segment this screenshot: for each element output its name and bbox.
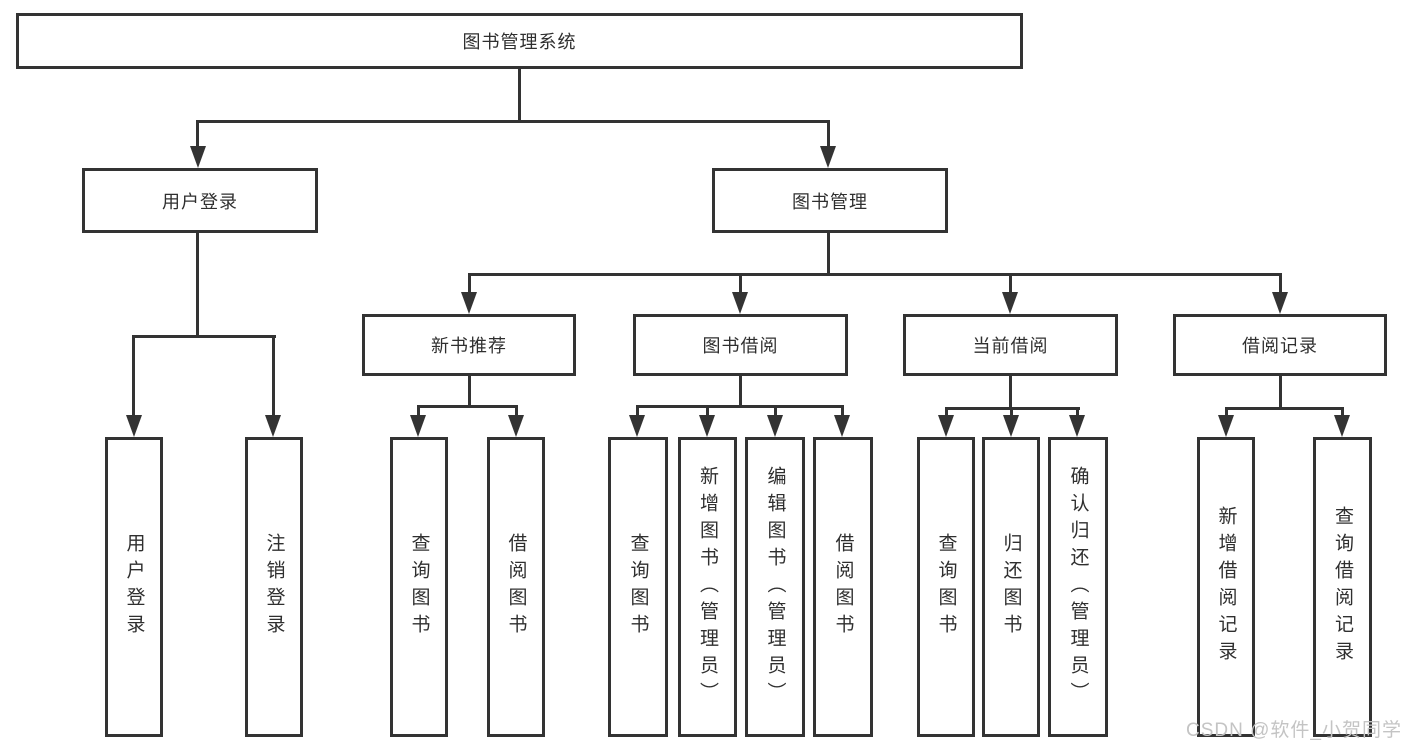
node-new-book-recommendation: 新书推荐 <box>362 314 576 376</box>
node-label: 查询图书 <box>408 533 430 641</box>
node-add-borrowing-record: 新增借阅记录 <box>1197 437 1255 737</box>
node-label: 查询图书 <box>935 533 957 641</box>
node-label: 查询图书 <box>627 533 649 641</box>
arrow-down-icon <box>834 415 850 437</box>
node-label: 确认归还（管理员） <box>1067 465 1089 709</box>
node-label: 图书管理 <box>792 191 868 212</box>
node-query-books-recommend: 查询图书 <box>390 437 448 737</box>
connector-line <box>1010 407 1013 417</box>
connector-line <box>706 405 709 417</box>
node-logout: 注销登录 <box>245 437 303 737</box>
csdn-watermark: CSDN @软件_小贺同学 <box>1186 720 1402 741</box>
arrow-down-icon <box>699 415 715 437</box>
connector-line <box>636 405 639 417</box>
node-query-books-current: 查询图书 <box>917 437 975 737</box>
connector-line <box>1225 407 1228 417</box>
node-label: 当前借阅 <box>972 336 1049 356</box>
connector-line <box>1279 376 1282 409</box>
connector-line <box>417 405 518 408</box>
node-book-borrowing: 图书借阅 <box>633 314 848 376</box>
node-label: 借阅图书 <box>832 533 854 641</box>
arrow-down-icon <box>732 292 748 314</box>
arrow-down-icon <box>1272 292 1288 314</box>
connector-line <box>468 376 471 407</box>
arrow-down-icon <box>265 415 281 437</box>
connector-line <box>945 407 948 417</box>
node-label: 用户登录 <box>162 191 238 212</box>
arrow-down-icon <box>508 415 524 437</box>
connector-line <box>1009 376 1012 409</box>
connector-line <box>468 273 1282 276</box>
connector-line <box>196 233 199 337</box>
node-borrowing-records: 借阅记录 <box>1173 314 1387 376</box>
arrow-down-icon <box>461 292 477 314</box>
connector-line <box>1279 273 1282 295</box>
connector-line <box>636 405 843 408</box>
node-user-login-action: 用户登录 <box>105 437 163 737</box>
arrow-down-icon <box>938 415 954 437</box>
connector-line <box>739 376 742 407</box>
node-add-books-admin: 新增图书（管理员） <box>678 437 737 737</box>
node-library-management-system: 图书管理系统 <box>16 13 1023 69</box>
connector-line <box>272 335 275 419</box>
connector-line <box>827 120 830 148</box>
node-label: 注销登录 <box>263 533 285 641</box>
connector-line <box>468 273 471 295</box>
node-label: 新增图书（管理员） <box>697 465 718 709</box>
arrow-down-icon <box>190 146 206 168</box>
node-label: 用户登录 <box>123 533 145 641</box>
connector-line <box>515 405 518 417</box>
node-current-borrowing: 当前借阅 <box>903 314 1118 376</box>
connector-line <box>1341 407 1344 417</box>
connector-line <box>739 273 742 295</box>
connector-line <box>132 335 135 419</box>
node-edit-books-admin: 编辑图书（管理员） <box>745 437 805 737</box>
connector-line <box>841 405 844 417</box>
node-user-login: 用户登录 <box>82 168 318 233</box>
node-label: 查询借阅记录 <box>1332 506 1353 668</box>
node-label: 编辑图书（管理员） <box>764 465 786 709</box>
node-query-books-borrowing: 查询图书 <box>608 437 668 737</box>
connector-line <box>1076 407 1079 417</box>
arrow-down-icon <box>1002 292 1018 314</box>
arrow-down-icon <box>820 146 836 168</box>
connector-line <box>132 335 276 338</box>
node-query-borrowing-record: 查询借阅记录 <box>1313 437 1372 737</box>
arrow-down-icon <box>1003 415 1019 437</box>
arrow-down-icon <box>1069 415 1085 437</box>
node-label: 借阅图书 <box>505 533 527 641</box>
node-confirm-return-admin: 确认归还（管理员） <box>1048 437 1108 737</box>
connector-line <box>196 120 199 148</box>
node-label: 新书推荐 <box>431 336 507 356</box>
connector-line <box>1009 273 1012 295</box>
arrow-down-icon <box>767 415 783 437</box>
arrow-down-icon <box>1218 415 1234 437</box>
arrow-down-icon <box>126 415 142 437</box>
node-borrow-books-recommend: 借阅图书 <box>487 437 545 737</box>
node-label: 新增借阅记录 <box>1215 506 1237 668</box>
node-label: 归还图书 <box>1000 533 1022 641</box>
node-book-management: 图书管理 <box>712 168 948 233</box>
arrow-down-icon <box>410 415 426 437</box>
connector-line <box>1225 407 1343 410</box>
connector-line <box>827 233 830 275</box>
node-label: 借阅记录 <box>1242 336 1318 356</box>
connector-line <box>774 405 777 417</box>
arrow-down-icon <box>629 415 645 437</box>
connector-line <box>197 120 830 123</box>
connector-line <box>518 69 521 120</box>
node-label: 图书管理系统 <box>462 32 577 52</box>
node-label: 图书借阅 <box>702 336 779 356</box>
node-return-books: 归还图书 <box>982 437 1040 737</box>
node-borrow-books: 借阅图书 <box>813 437 873 737</box>
arrow-down-icon <box>1334 415 1350 437</box>
connector-line <box>417 405 420 417</box>
